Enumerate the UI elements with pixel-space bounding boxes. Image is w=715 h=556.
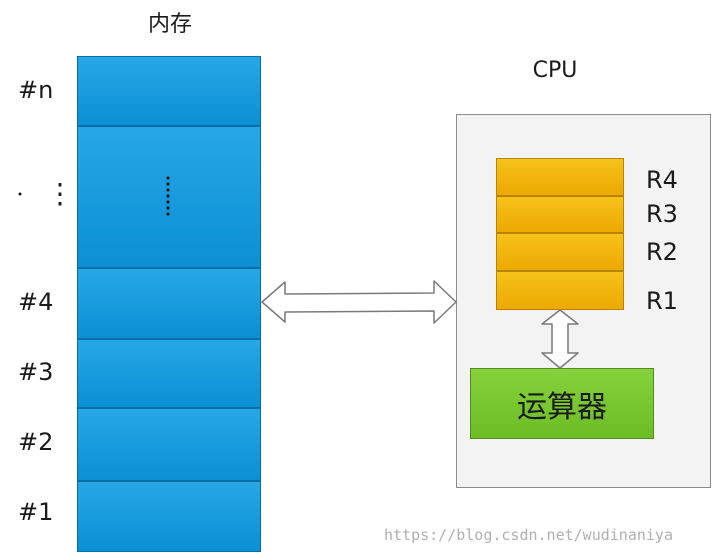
register-label-r2: R2 [646,238,678,266]
memory-cell-3 [77,339,261,408]
register-r4 [496,158,624,196]
register-r2 [496,233,624,271]
register-label-r1: R1 [646,287,678,315]
cpu-title: CPU [532,58,578,83]
memory-cell-n [77,56,261,126]
register-alu-arrow [541,309,579,369]
memory-label-4: #4 [18,288,54,316]
register-label-r4: R4 [646,166,678,194]
memory-label-ellipsis: ⋮ [46,177,74,210]
memory-label-2: #2 [18,428,54,456]
memory-cell-1 [77,481,261,552]
memory-label-3: #3 [18,358,54,386]
watermark: https://blog.csdn.net/wudinaniya [384,526,673,544]
memory-cpu-arrow [261,280,457,324]
alu-box: 运算器 [470,368,654,439]
memory-cell-4 [77,268,261,339]
memory-ellipsis-dots [166,176,170,216]
memory-label-1: #1 [18,498,54,526]
register-r3 [496,196,624,233]
stray-dot [18,192,22,196]
memory-cell-2 [77,408,261,481]
register-label-r3: R3 [646,200,678,228]
alu-label: 运算器 [517,389,607,425]
memory-label-n: #n [18,76,54,104]
memory-title: 内存 [147,12,192,37]
